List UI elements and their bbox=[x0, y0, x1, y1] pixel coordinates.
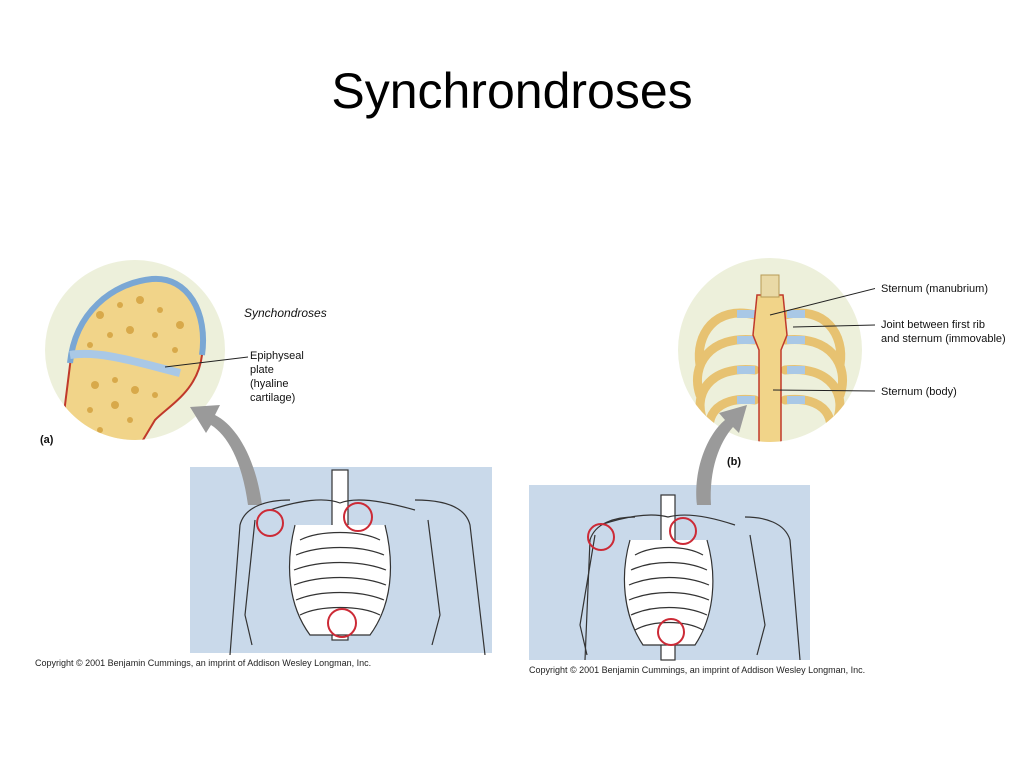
epiphyseal-plate-label-4: cartilage) bbox=[250, 392, 296, 404]
slide-title: Synchrondroses bbox=[331, 63, 693, 119]
callout-arrow-a bbox=[190, 405, 262, 505]
figure-b-illustration bbox=[529, 258, 875, 661]
skeleton-torso-a bbox=[229, 469, 486, 655]
figure-b-tag: (b) bbox=[727, 456, 742, 468]
manubrium-label: Sternum (manubrium) bbox=[881, 283, 988, 295]
epiphyseal-plate-label-2: plate bbox=[250, 364, 274, 376]
callout-arrow-b bbox=[696, 405, 747, 505]
figure-a-illustration bbox=[45, 260, 492, 655]
joint-label-line-1: Joint between first rib bbox=[881, 319, 985, 331]
epiphysis-inset bbox=[45, 260, 225, 440]
highlight-circles-a bbox=[256, 502, 373, 638]
sternum-body-label: Sternum (body) bbox=[881, 386, 957, 398]
highlight-circles-b bbox=[587, 517, 697, 646]
figure-a-heading: Synchondroses bbox=[244, 306, 327, 320]
figure-a-tag: (a) bbox=[40, 434, 54, 446]
figure-b-copyright: Copyright © 2001 Benjamin Cummings, an i… bbox=[529, 665, 866, 675]
sternum-inset bbox=[678, 258, 862, 442]
joint-label-line-2: and sternum (immovable) bbox=[881, 333, 1006, 345]
epiphyseal-plate-label-3: (hyaline bbox=[250, 378, 289, 390]
figure-a-copyright: Copyright © 2001 Benjamin Cummings, an i… bbox=[35, 658, 372, 668]
epiphyseal-plate-label-1: Epiphyseal bbox=[250, 350, 304, 362]
